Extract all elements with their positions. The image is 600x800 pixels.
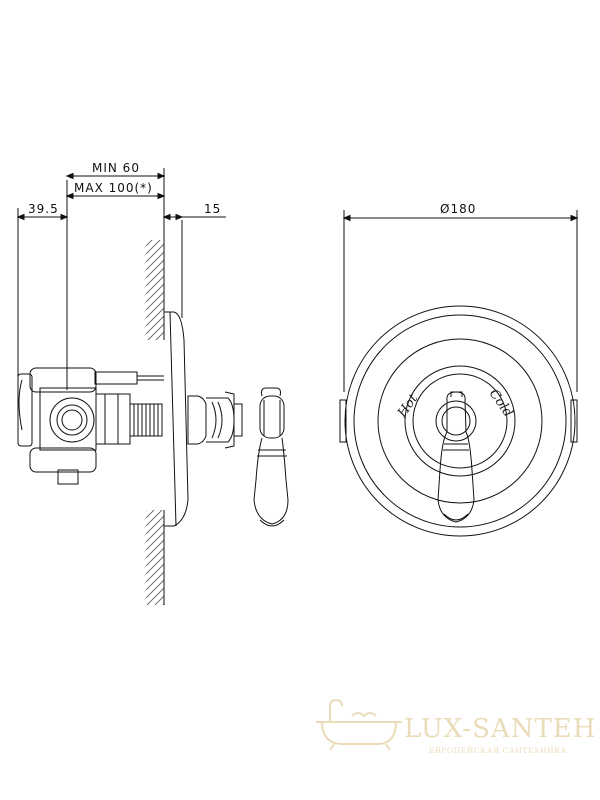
dimension-left-offset: 39.5 [28,202,59,216]
side-view [16,168,289,605]
valve-body [17,367,164,485]
front-view [339,210,579,537]
dimension-diameter: Ø180 [440,202,476,216]
wall-plate-profile [164,311,189,527]
diameter-dimension [342,210,579,392]
hot-label: Hot [394,391,421,421]
dimension-plate-thickness: 15 [204,202,221,216]
bonnet [187,391,243,449]
watermark-brand: LUX-SANTEH [404,714,596,744]
plate-thickness-dimension [162,213,226,221]
depth-dimension [65,168,166,390]
splined-stem [129,403,163,437]
watermark-tagline: ЕВРОПЕЙСКАЯ САНТЕХНИКА [429,746,567,755]
wall-section [146,220,183,605]
watermark: LUX-SANTEH ЕВРОПЕЙСКАЯ САНТЕХНИКА [316,698,596,755]
dimension-min-depth: MIN 60 [92,161,140,175]
plate-outer-ring [344,305,576,537]
lever-handle-front [435,391,477,523]
dimension-max-depth: MAX 100(*) [74,181,153,195]
bathtub-icon [316,698,402,751]
lever-handle-side [253,387,289,527]
cold-label: Cold [486,387,516,420]
left-offset-dimension [16,208,69,385]
